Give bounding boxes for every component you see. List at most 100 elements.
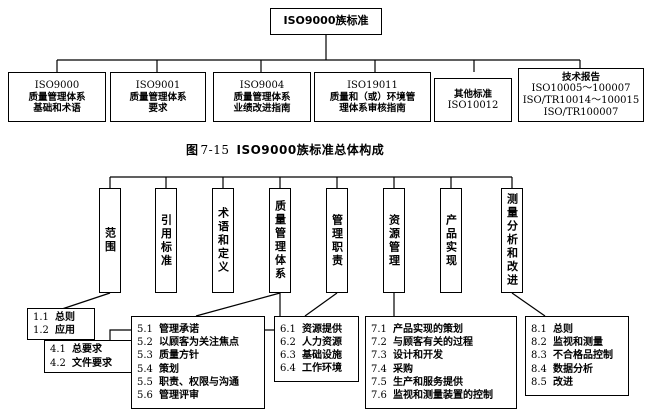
item-number: 6.4 <box>280 363 296 375</box>
list-item: 6.4 工作环境 <box>280 362 353 375</box>
list-item: 8.5 改进 <box>531 376 623 389</box>
clause-box-1-scope[interactable]: 范围 <box>99 188 121 293</box>
standard-line-2: 理体系审核指南 <box>339 102 406 114</box>
list-item: 1.1 总则 <box>33 311 89 324</box>
standard-box-technical-report[interactable]: 技术报告 ISO10005～100007 ISO/TR10014～100015 … <box>518 68 644 122</box>
list-item: 8.3 不合格品控制 <box>531 349 623 362</box>
clause-box-8-measurement-analysis-improvement[interactable]: 测量分析和改进 <box>501 188 523 293</box>
list-item: 6.1 资源提供 <box>280 323 353 336</box>
item-text: 改进 <box>553 376 573 388</box>
standard-code: ISO9004 <box>239 79 285 91</box>
item-text: 管理评审 <box>159 389 199 401</box>
list-item: 7.4 采购 <box>371 363 511 376</box>
detail-box-clause-7[interactable]: 7.1 产品实现的策划 7.2 与顾客有关的过程 7.3 设计和开发 7.4 采… <box>365 316 517 409</box>
clause-box-2-normative-references[interactable]: 引用标准 <box>155 188 177 293</box>
standard-line-2: ISO10005～100007 <box>531 82 631 94</box>
item-number: 6.2 <box>280 336 296 348</box>
standard-code: ISO9001 <box>135 79 181 91</box>
clause-box-4-quality-management-system[interactable]: 质量管理体系 <box>269 188 291 293</box>
caption-prefix: 图 <box>186 143 199 157</box>
standard-box-iso9000[interactable]: ISO9000 质量管理体系 基础和术语 <box>8 72 106 122</box>
list-item: 5.3 质量方针 <box>137 349 259 362</box>
item-text: 总则 <box>55 311 75 323</box>
item-text: 工作环境 <box>302 363 342 375</box>
standard-line-1: 质量管理体系 <box>28 91 86 103</box>
item-text: 管理承诺 <box>159 323 199 335</box>
clause-label: 资源管理 <box>387 213 401 268</box>
standard-line-1: 技术报告 <box>561 71 600 83</box>
clause-box-3-terms-and-definitions[interactable]: 术语和定义 <box>212 188 234 293</box>
item-number: 7.1 <box>371 323 387 335</box>
item-number: 5.5 <box>137 376 153 388</box>
standard-code: ISO19011 <box>347 79 398 91</box>
list-item: 6.2 人力资源 <box>280 336 353 349</box>
item-number: 5.4 <box>137 363 153 375</box>
list-item: 1.2 应用 <box>33 324 89 337</box>
standard-box-iso9004[interactable]: ISO9004 质量管理体系 业绩改进指南 <box>213 72 311 122</box>
standard-line-1: 其他标准 <box>453 88 492 100</box>
item-text: 监视和测量 <box>553 337 603 349</box>
list-item: 5.1 管理承诺 <box>137 323 259 336</box>
caption-number: 7-15 <box>200 143 230 157</box>
detail-box-clause-4[interactable]: 4.1 总要求 4.2 文件要求 <box>44 340 134 373</box>
item-text: 产品实现的策划 <box>393 323 463 335</box>
list-item: 5.4 策划 <box>137 363 259 376</box>
item-number: 8.4 <box>531 363 547 375</box>
item-text: 质量方针 <box>159 350 199 362</box>
clause-box-7-product-realization[interactable]: 产品实现 <box>440 188 462 293</box>
standard-line-4: ISO/TR100007 <box>543 106 619 118</box>
item-text: 策划 <box>159 363 179 375</box>
clause-box-6-resource-management[interactable]: 资源管理 <box>383 188 405 293</box>
standard-box-other[interactable]: 其他标准 ISO10012 <box>434 78 512 122</box>
list-item: 7.5 生产和服务提供 <box>371 376 511 389</box>
list-item: 4.2 文件要求 <box>50 357 128 370</box>
detail-box-clause-5[interactable]: 5.1 管理承诺 5.2 以顾客为关注焦点 5.3 质量方针 5.4 策划 5.… <box>131 316 265 409</box>
item-number: 7.5 <box>371 376 387 388</box>
item-number: 8.3 <box>531 350 547 362</box>
item-number: 5.1 <box>137 323 153 335</box>
standard-line-1: 质量管理体系 <box>233 91 291 103</box>
caption-title: ISO9000族标准总体构成 <box>236 143 385 157</box>
root-node-iso9000-family[interactable]: ISO9000族标准 <box>270 8 382 35</box>
item-text: 不合格品控制 <box>553 350 613 362</box>
list-item: 5.2 以顾客为关注焦点 <box>137 336 259 349</box>
item-number: 6.3 <box>280 350 296 361</box>
list-item: 5.5 职责、权限与沟通 <box>137 376 259 389</box>
list-item: 6.3 基础设施 <box>280 349 353 362</box>
clause-label: 测量分析和改进 <box>505 193 519 288</box>
item-number: 5.3 <box>137 350 153 362</box>
standard-code: ISO9000 <box>34 79 80 91</box>
item-text: 与顾客有关的过程 <box>393 337 473 349</box>
standard-box-iso19011[interactable]: ISO19011 质量和（或）环境管 理体系审核指南 <box>314 72 431 122</box>
item-number: 1.1 <box>33 311 49 323</box>
detail-box-clause-8[interactable]: 8.1 总则 8.2 监视和测量 8.3 不合格品控制 8.4 数据分析 8.5… <box>525 316 629 396</box>
detail-box-clause-6[interactable]: 6.1 资源提供 6.2 人力资源 6.3 基础设施 6.4 工作环境 <box>274 316 359 382</box>
item-number: 8.1 <box>531 324 547 336</box>
standard-line-2: ISO10012 <box>447 99 499 111</box>
item-number: 4.2 <box>50 357 66 369</box>
clause-label: 质量管理体系 <box>273 200 287 281</box>
clause-box-5-management-responsibility[interactable]: 管理职责 <box>326 188 348 293</box>
detail-box-clause-1[interactable]: 1.1 总则 1.2 应用 <box>27 308 95 340</box>
list-item: 7.3 设计和开发 <box>371 349 511 362</box>
item-number: 4.1 <box>50 344 66 356</box>
item-text: 人力资源 <box>302 336 342 348</box>
item-text: 资源提供 <box>302 323 342 335</box>
item-text: 设计和开发 <box>393 350 443 362</box>
standard-line-1: 质量管理体系 <box>129 91 187 103</box>
item-number: 7.3 <box>371 350 387 362</box>
item-number: 7.2 <box>371 337 387 349</box>
clause-label: 范围 <box>103 227 117 254</box>
clause-label: 产品实现 <box>444 213 458 268</box>
item-text: 总则 <box>553 324 573 336</box>
list-item: 8.2 监视和测量 <box>531 336 623 349</box>
item-number: 5.6 <box>137 389 153 401</box>
item-text: 数据分析 <box>553 363 593 375</box>
list-item: 7.2 与顾客有关的过程 <box>371 336 511 349</box>
standard-box-iso9001[interactable]: ISO9001 质量管理体系 要求 <box>110 72 206 122</box>
item-text: 采购 <box>393 363 413 375</box>
list-item: 7.1 产品实现的策划 <box>371 323 511 336</box>
clause-label: 管理职责 <box>330 213 344 268</box>
